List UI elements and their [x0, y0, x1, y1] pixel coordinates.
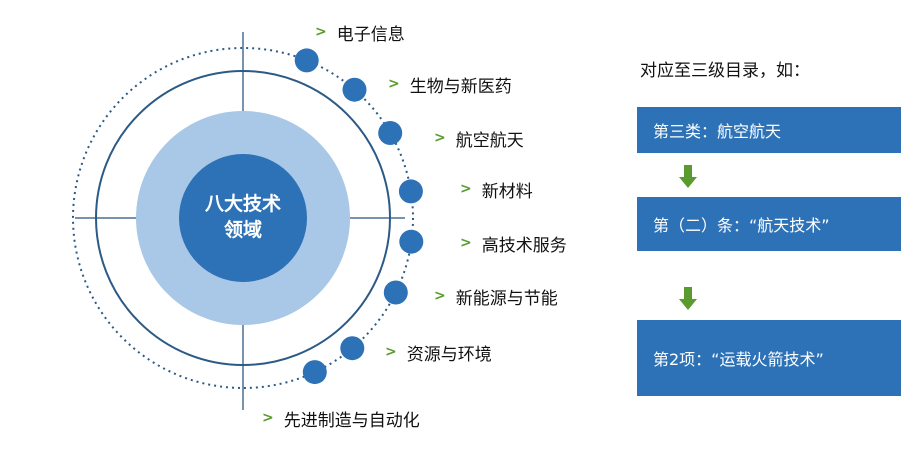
orbit-node	[398, 179, 423, 204]
arrow-mark-icon: >	[460, 235, 472, 251]
orbit-node	[383, 280, 408, 305]
arrow-mark-icon: >	[385, 344, 397, 360]
flow-box-label: 第三类：航空航天	[653, 122, 782, 141]
field-item: > 新材料	[460, 175, 533, 203]
center-disk	[179, 154, 307, 282]
field-item: > 航空航天	[434, 124, 524, 152]
orbit-node	[294, 48, 319, 73]
flow-box-article: 第（二）条：“航天技术”	[637, 197, 901, 251]
center-label-line1: 八大技术	[205, 192, 281, 215]
flow-box-label: 第2项：“运载火箭技术”	[653, 350, 824, 369]
flow-arrow-2	[679, 287, 697, 310]
orbit-node	[342, 77, 367, 102]
field-label: 新能源与节能	[455, 288, 558, 309]
dotted-outer-ring	[72, 47, 414, 389]
field-item: > 资源与环境	[385, 338, 492, 366]
field-label: 生物与新医药	[409, 76, 512, 97]
field-item: > 先进制造与自动化	[262, 404, 420, 432]
orbit-node	[302, 360, 327, 385]
flow-box-category: 第三类：航空航天	[637, 107, 901, 153]
field-label: 电子信息	[336, 24, 405, 45]
orbit-node	[340, 336, 365, 361]
right-title: 对应至三级目录，如：	[640, 61, 810, 81]
field-label: 新材料	[481, 181, 533, 202]
field-item: > 新能源与节能	[434, 282, 558, 310]
field-label: 高技术服务	[481, 235, 567, 256]
field-item: > 电子信息	[315, 18, 405, 46]
field-item: > 生物与新医药	[388, 70, 512, 98]
arrow-mark-icon: >	[315, 24, 327, 40]
orbit-nodes	[294, 48, 424, 385]
field-label: 资源与环境	[406, 344, 492, 365]
arrow-mark-icon: >	[262, 410, 274, 426]
arrow-mark-icon: >	[460, 181, 472, 197]
field-item: > 高技术服务	[460, 229, 567, 257]
flow-box-label: 第（二）条：“航天技术”	[653, 216, 830, 235]
field-label: 航空航天	[455, 130, 524, 151]
center-label-line2: 领域	[224, 218, 262, 241]
arrow-mark-icon: >	[388, 76, 400, 92]
orbit-node	[378, 121, 403, 145]
field-label: 先进制造与自动化	[283, 410, 420, 431]
arrow-mark-icon: >	[434, 130, 446, 146]
arrow-mark-icon: >	[434, 288, 446, 304]
orbit-node	[399, 229, 424, 254]
flow-arrow-1	[679, 165, 697, 188]
outer-ring	[95, 70, 391, 366]
flow-box-item: 第2项：“运载火箭技术”	[637, 320, 901, 396]
